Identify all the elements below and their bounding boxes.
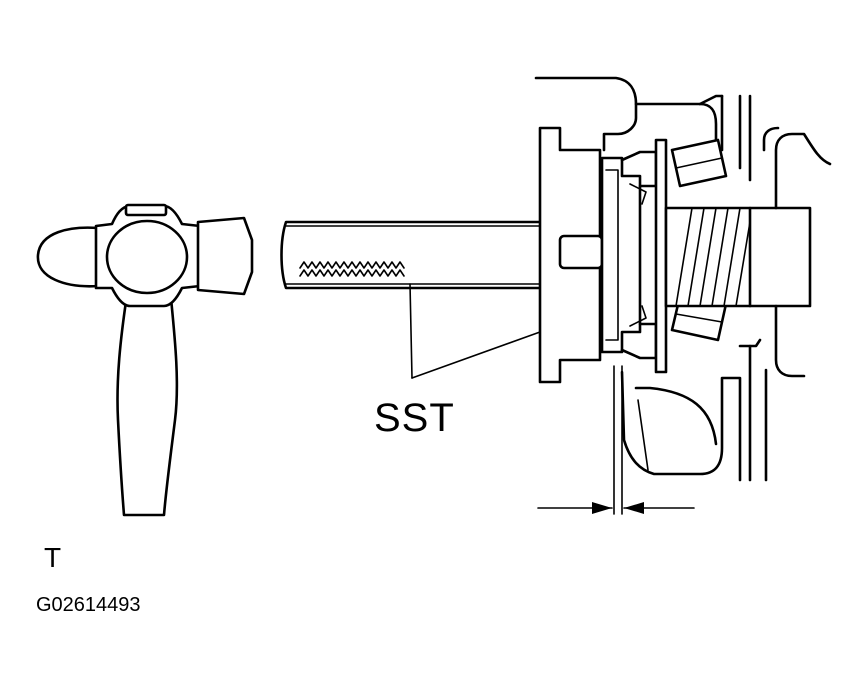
sst-knurl xyxy=(299,261,405,269)
knuckle xyxy=(748,132,832,210)
hammer-handle xyxy=(116,286,179,517)
hammer-head-cap xyxy=(124,203,168,217)
dimension-arrow-left xyxy=(592,502,612,514)
bearing-carrier xyxy=(654,138,668,374)
hammer-face xyxy=(196,216,254,296)
sst-label: SST xyxy=(374,396,455,440)
sst-tool xyxy=(280,126,604,384)
housing-outline-bottom xyxy=(620,370,742,482)
housing-outline-top xyxy=(534,76,638,152)
hammer xyxy=(36,203,254,517)
oil-seal xyxy=(600,156,642,354)
sst-leader-flange xyxy=(411,331,541,379)
sst-pilot xyxy=(558,234,604,270)
sst-shaft xyxy=(280,220,558,290)
mark-label: T xyxy=(44,542,62,573)
depth-dimension xyxy=(537,365,695,515)
sst-leader-shaft xyxy=(409,283,413,379)
hammer-ball-peen xyxy=(36,226,100,288)
figure-code: G02614493 xyxy=(36,594,141,616)
hub-assembly xyxy=(534,76,832,482)
dimension-arrow-right xyxy=(624,502,644,514)
hammer-eye xyxy=(105,219,189,295)
spindle-thread xyxy=(675,207,751,307)
